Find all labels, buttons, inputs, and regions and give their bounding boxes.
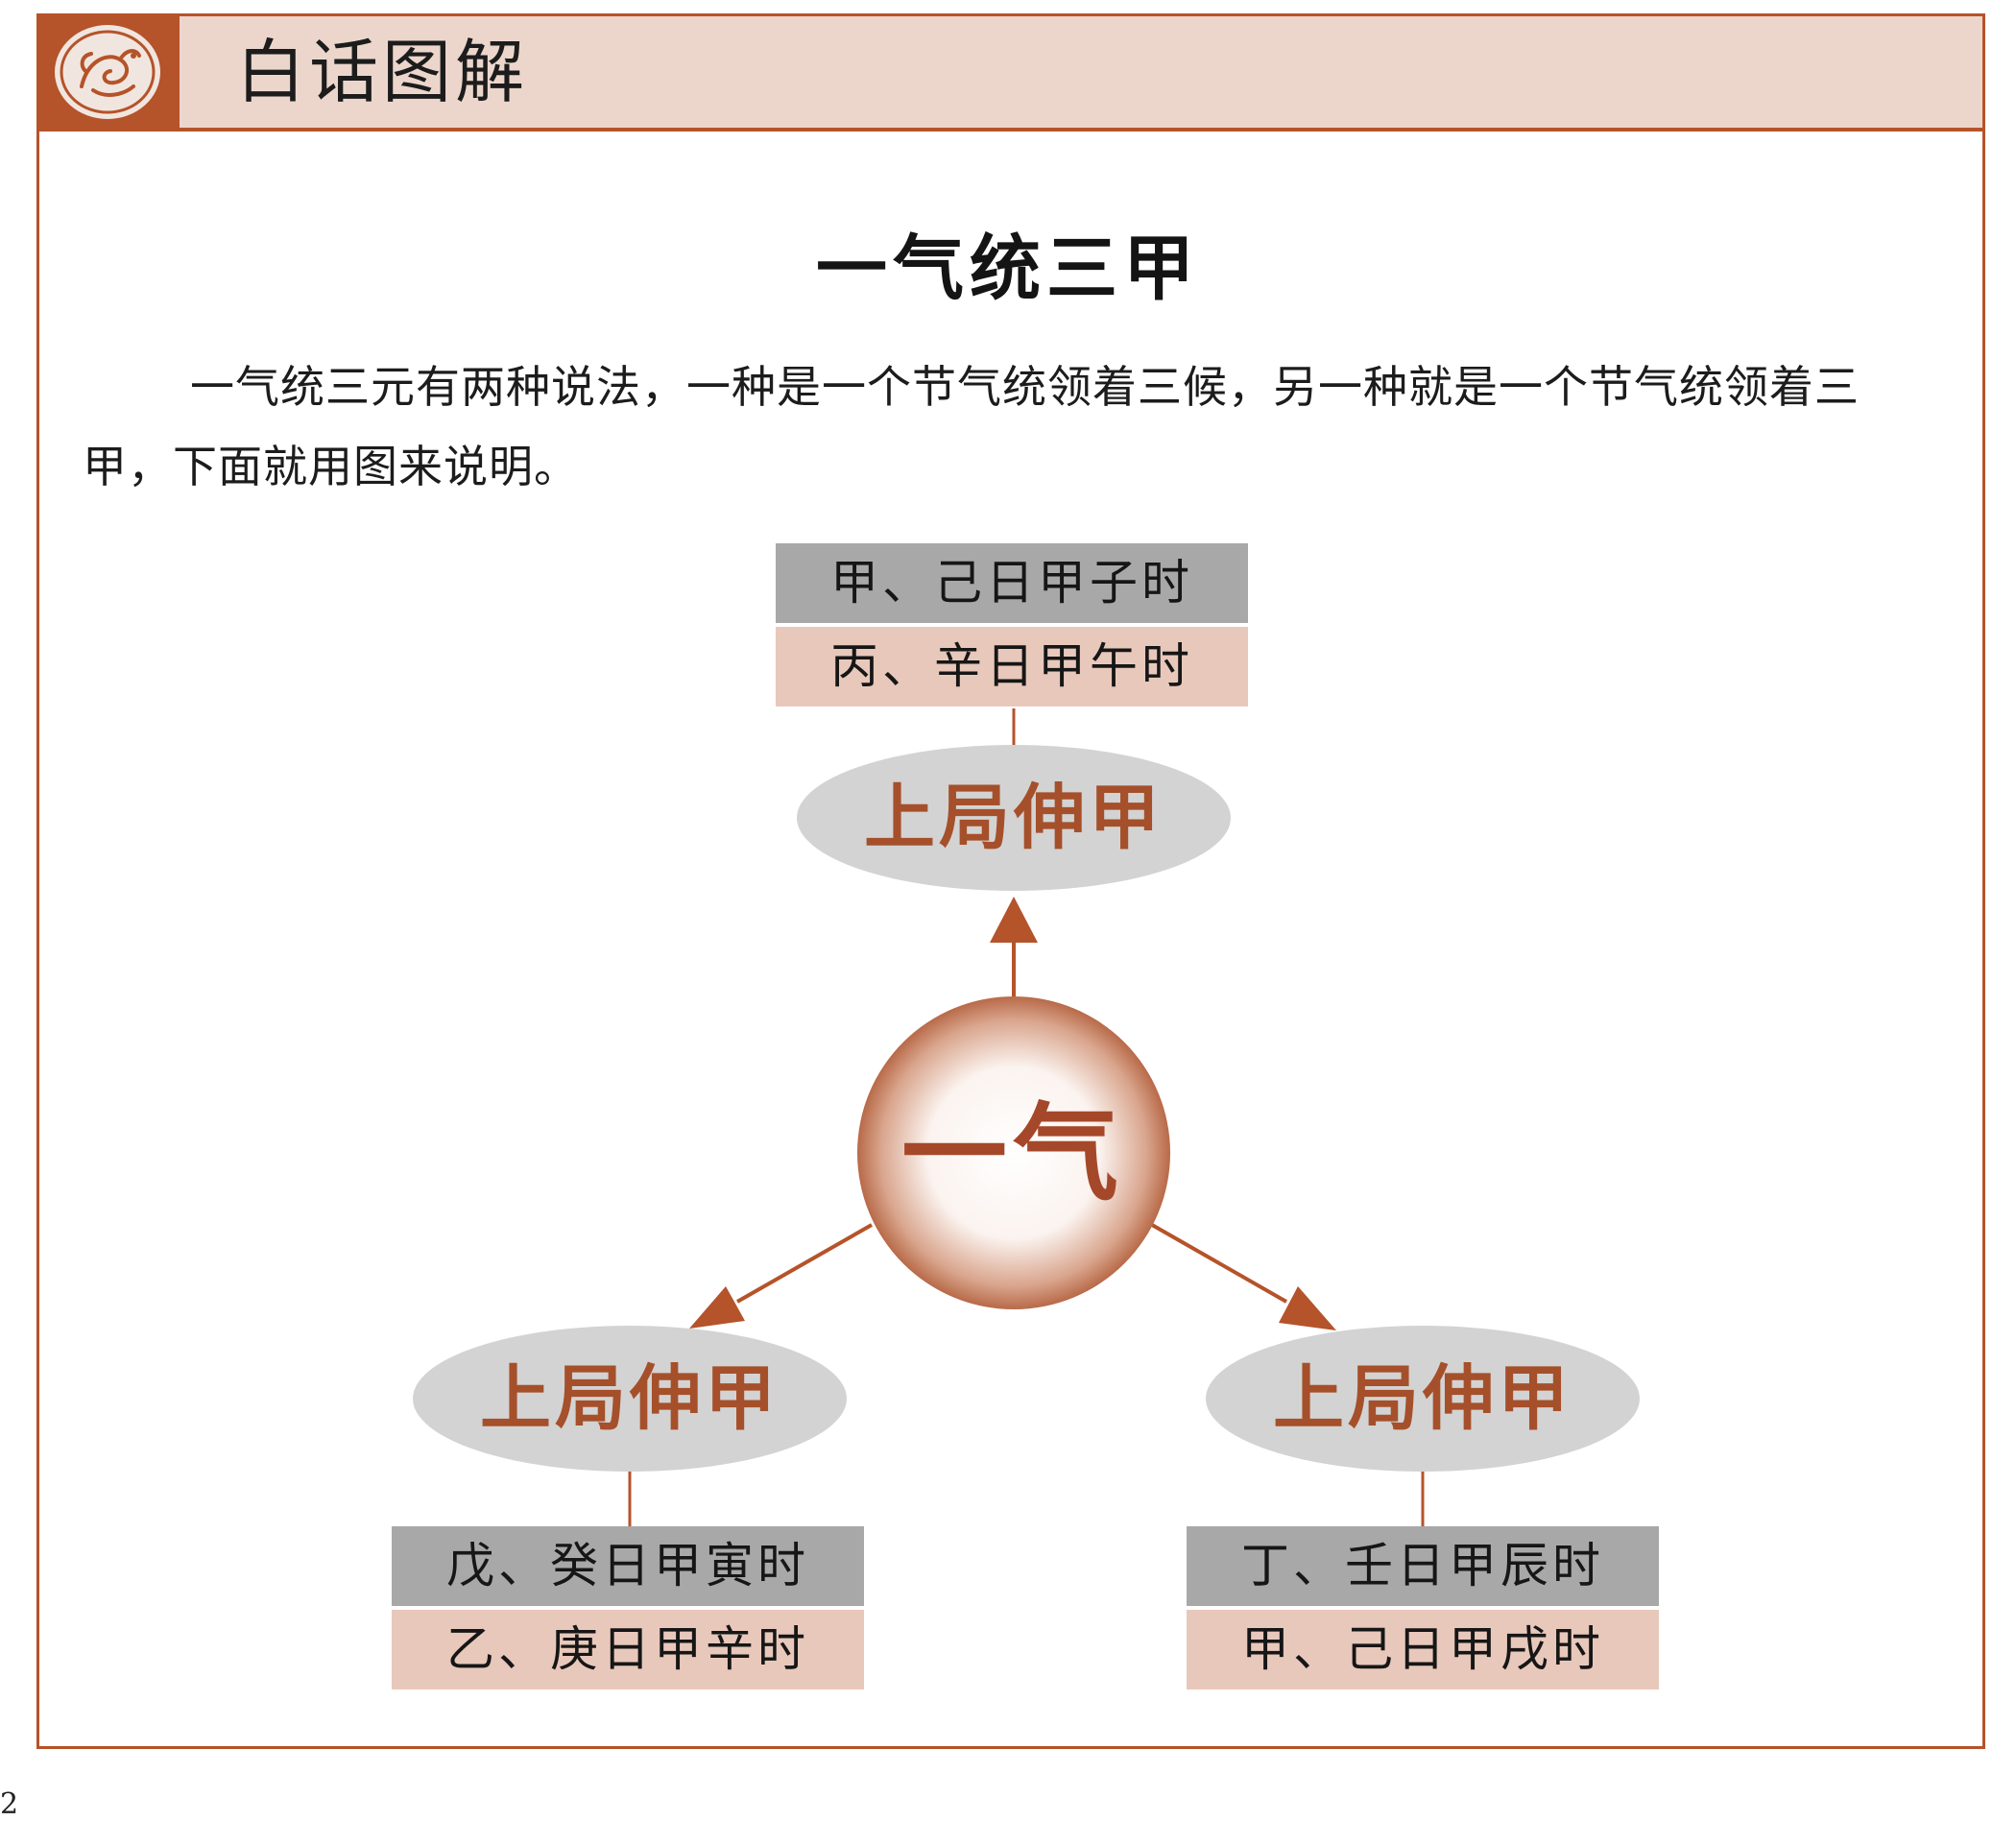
center-orb [857, 996, 1170, 1309]
page-frame: 白话图解 [36, 13, 1985, 1749]
logo-block [39, 16, 180, 128]
branch-top-box: 甲、己日甲子时 丙、辛日甲午时 [776, 543, 1248, 707]
arrow-right-head [1279, 1286, 1336, 1330]
branch-top-row-1: 甲、己日甲子时 [776, 543, 1248, 623]
branch-left-row-1: 戊、癸日甲寅时 [392, 1526, 864, 1606]
page-number: 2 [0, 1787, 19, 1821]
section-header: 白话图解 [39, 16, 1982, 132]
ellipse-left-label: 上局伸甲 [480, 1357, 780, 1440]
dragon-seal-icon [55, 25, 160, 119]
ellipse-top [797, 745, 1231, 891]
arrow-up-head [990, 897, 1038, 943]
arrow-left-head [689, 1286, 745, 1329]
branch-right-row-2: 甲、己日甲戌时 [1187, 1610, 1659, 1689]
section-title: 白话图解 [236, 32, 529, 112]
ellipse-right [1206, 1326, 1640, 1472]
branch-left-row-2: 乙、庚日甲辛时 [392, 1610, 864, 1689]
center-label: 一气 [901, 1091, 1124, 1215]
branch-right-row-1: 丁、壬日甲辰时 [1187, 1526, 1659, 1606]
ellipse-top-label: 上局伸甲 [864, 777, 1164, 859]
branch-right-box: 丁、壬日甲辰时 甲、己日甲戌时 [1187, 1526, 1659, 1689]
page-title: 一气统三甲 [816, 228, 1200, 310]
branch-left-box: 戊、癸日甲寅时 乙、庚日甲辛时 [392, 1526, 864, 1689]
arrow-right-shaft [1151, 1223, 1287, 1304]
intro-paragraph: 一气统三元有两种说法，一种是一个节气统领着三候，另一种就是一个节气统领着三甲，下… [83, 361, 1860, 492]
branch-top-row-2: 丙、辛日甲午时 [776, 627, 1248, 707]
ellipse-right-label: 上局伸甲 [1273, 1357, 1572, 1440]
ellipse-left [413, 1326, 847, 1472]
arrow-left-shaft [736, 1223, 873, 1304]
